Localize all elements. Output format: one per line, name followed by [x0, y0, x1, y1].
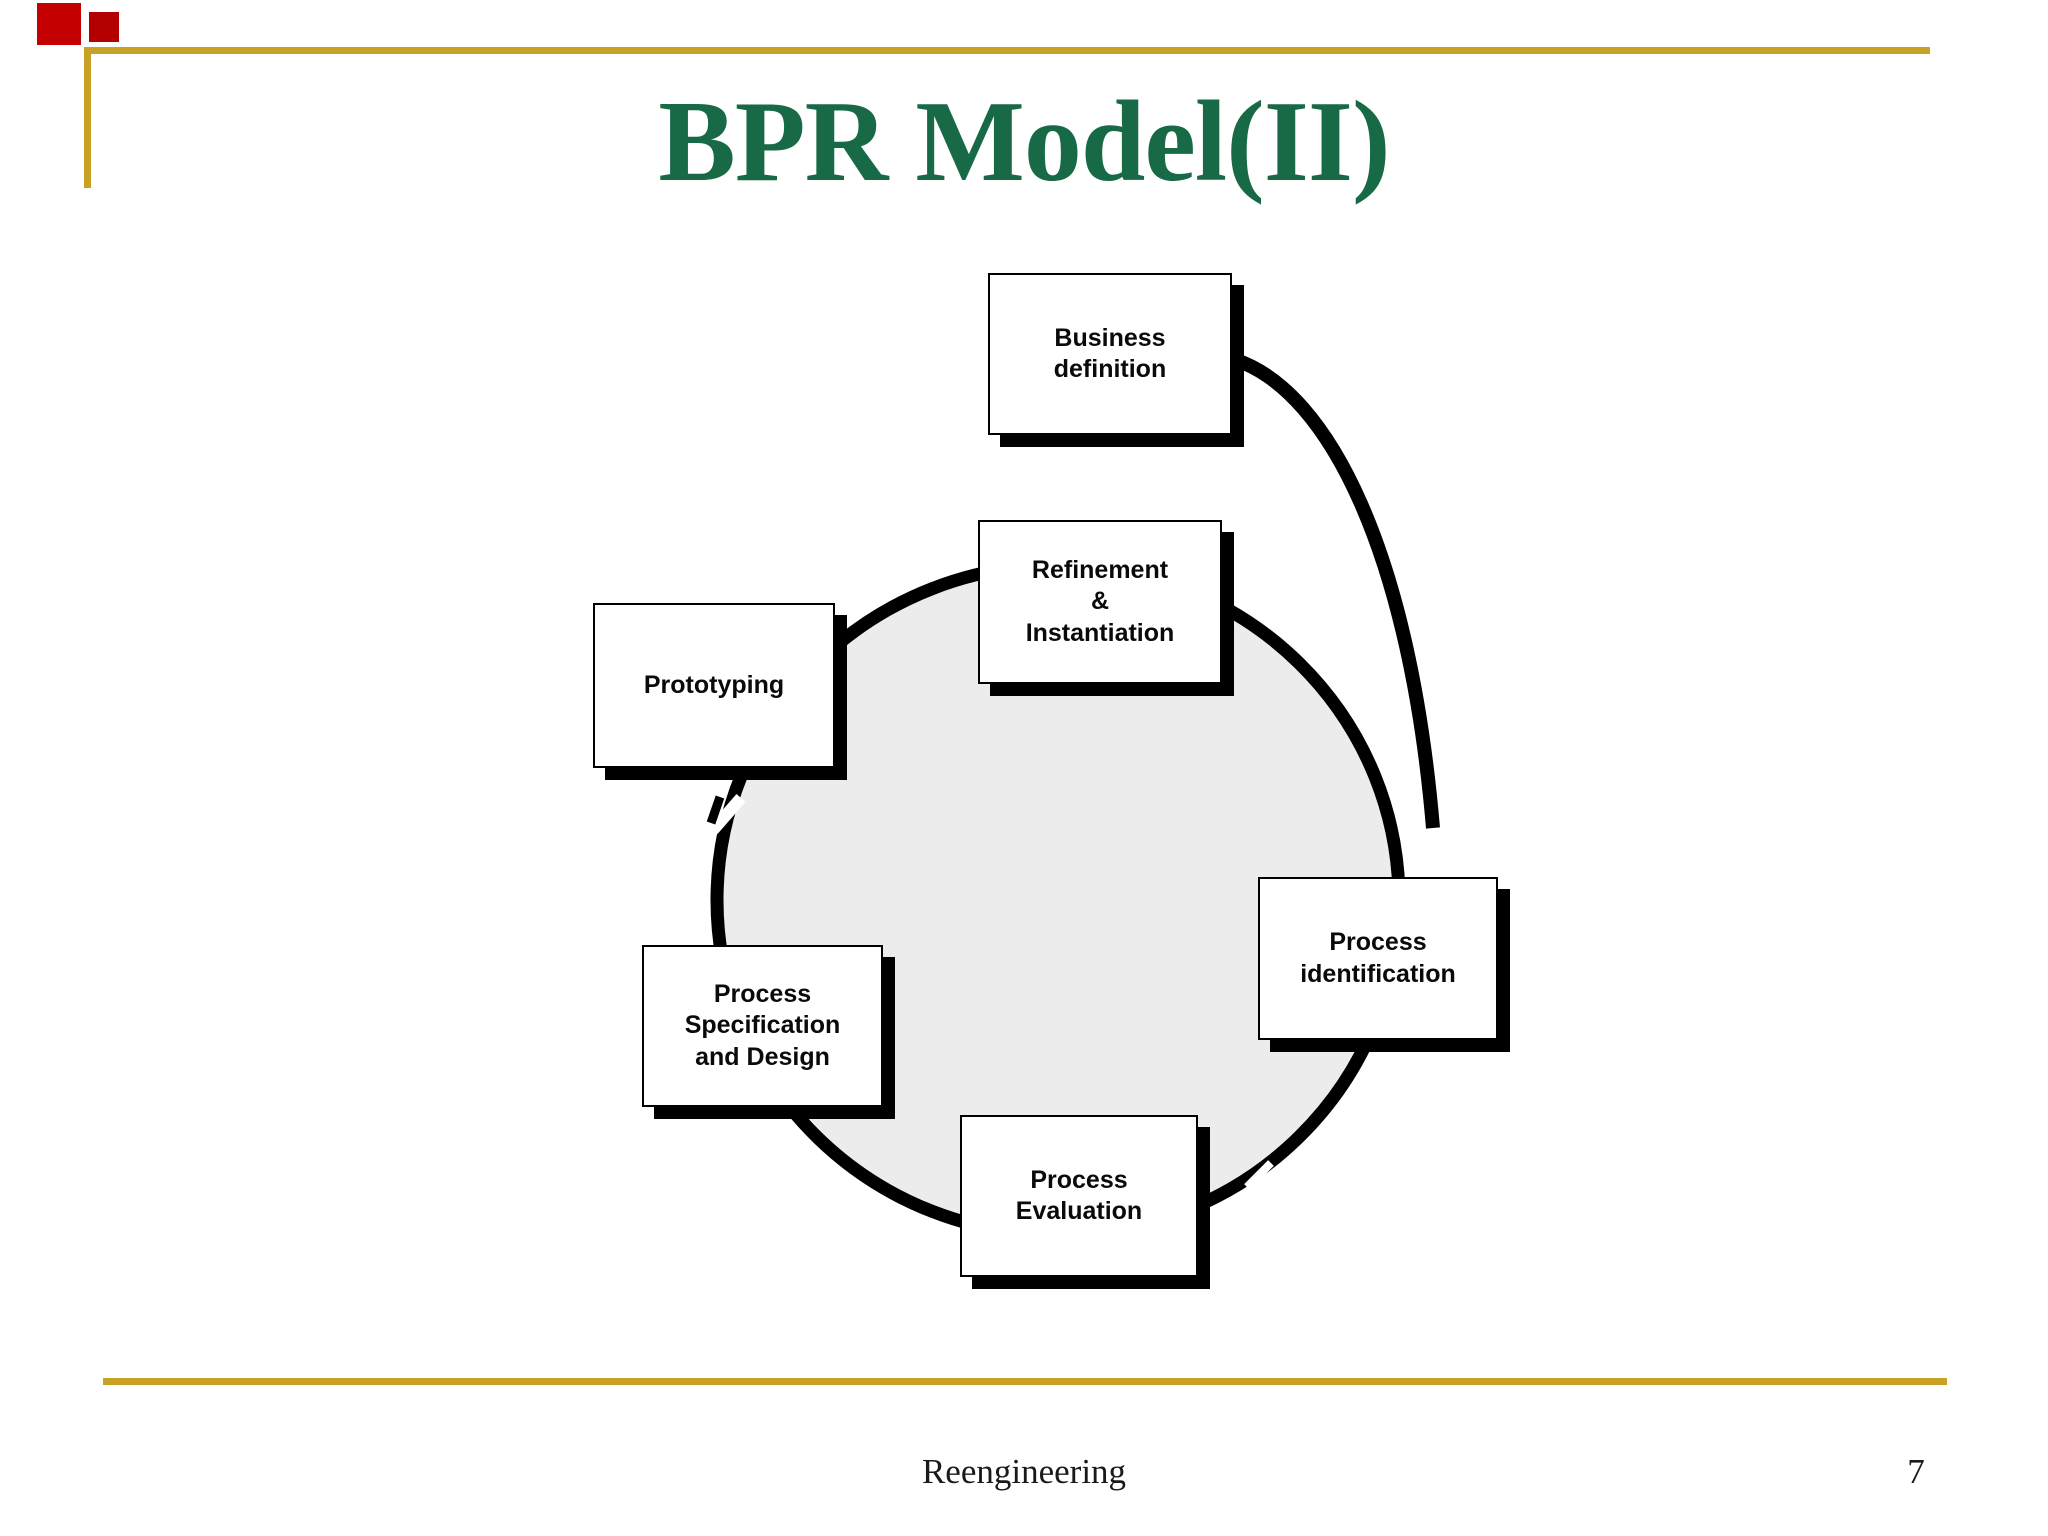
node-prototyping: Prototyping: [593, 603, 835, 768]
red-square-accent-large: [37, 3, 81, 45]
node-label: Prototyping: [643, 670, 785, 699]
left-gold-rule-stub: [84, 47, 91, 188]
red-square-accent-small: [89, 12, 119, 42]
node-label: Process identification: [1300, 928, 1456, 988]
footer-text: Reengineering: [921, 1452, 1127, 1491]
cycle-gap-bottom-right: [1244, 1160, 1274, 1190]
top-gold-rule: [84, 47, 1930, 54]
node-label: Refinement & Instantiation: [1025, 555, 1175, 647]
bottom-gold-rule: [103, 1378, 1947, 1385]
slide-title: BPR Model(II): [658, 78, 1390, 206]
business-to-identification-connector: [1233, 353, 1440, 829]
node-label: Process Evaluation: [1015, 1165, 1143, 1226]
page-number: 7: [1907, 1452, 1925, 1491]
cycle-arrow-tick-left: [706, 795, 725, 825]
node-business-definition: Business definition: [988, 273, 1232, 435]
node-refinement-instantiation: Refinement & Instantiation: [978, 520, 1222, 684]
node-label: Business definition: [1053, 323, 1167, 384]
node-process-identification: Process identification: [1258, 877, 1498, 1040]
node-process-specification-design: Process Specification and Design: [642, 945, 883, 1107]
cycle-gap-left: [708, 794, 746, 834]
node-label: Process Specification and Design: [684, 979, 841, 1071]
node-process-evaluation: Process Evaluation: [960, 1115, 1198, 1277]
